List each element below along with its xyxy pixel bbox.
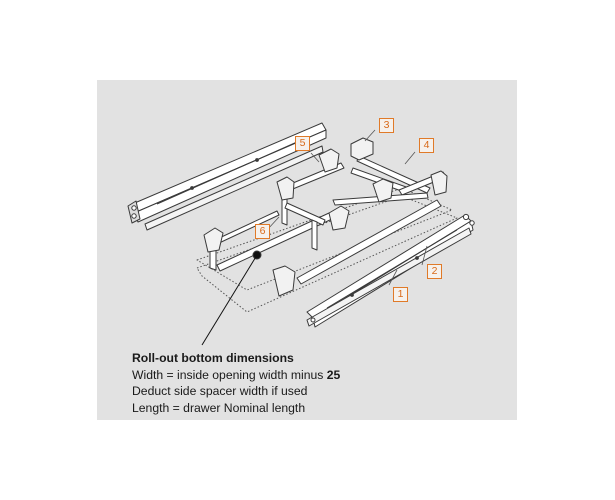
- dimensions-caption: Roll-out bottom dimensions Width = insid…: [132, 350, 340, 416]
- illustration-panel: 1 2 3 4 5 6 Roll-out bottom dimensions W…: [97, 80, 517, 420]
- right-drawer-slide: [306, 213, 475, 328]
- caption-length-line: Length = drawer Nominal length: [132, 400, 306, 415]
- caption-width-value: 25: [326, 367, 341, 382]
- roll-out-assembly-drawing: [127, 122, 475, 346]
- caption-width-line: Width = inside opening width minus 25: [132, 367, 340, 384]
- callout-6: 6: [255, 224, 270, 239]
- left-drawer-slide: [127, 122, 327, 231]
- callout-2: 2: [427, 264, 442, 279]
- callout-4: 4: [419, 138, 434, 153]
- callout-3: 3: [379, 118, 394, 133]
- connector-brackets: [203, 137, 448, 297]
- caption-spacer-line: Deduct side spacer width if used: [132, 384, 308, 398]
- callout-1: 1: [393, 287, 408, 302]
- caption-heading: Roll-out bottom dimensions: [132, 351, 294, 365]
- caption-width-text: Width = inside opening width minus: [132, 367, 327, 382]
- callout-5: 5: [295, 136, 310, 151]
